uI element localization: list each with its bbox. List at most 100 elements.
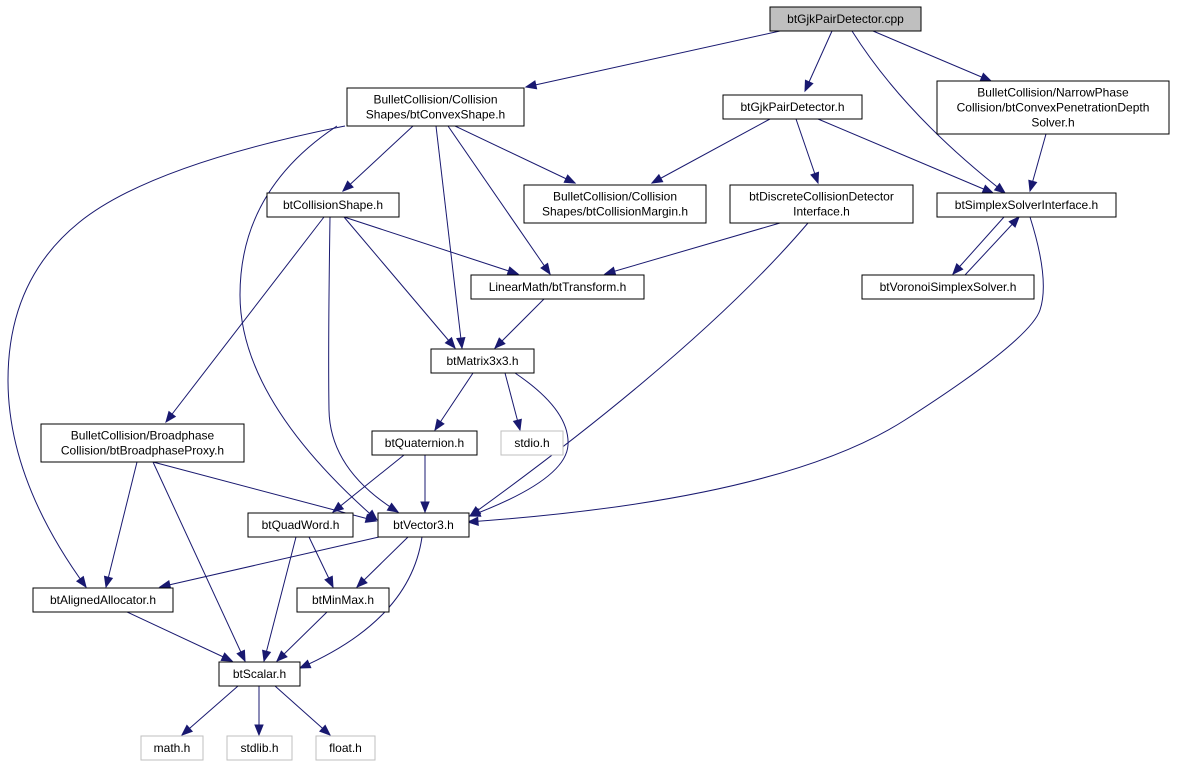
edge-transform-to-matrix [494,298,545,349]
node-box [346,87,525,127]
node-convexShape[interactable]: BulletCollision/CollisionShapes/btConvex… [346,87,525,127]
edge-vector3-to-minMax [356,536,409,588]
node-box [40,423,245,463]
node-box [371,430,478,456]
arrowhead-convexShape-to-collisionShape [342,180,354,192]
file-nodes: btGjkPairDetector.cppBulletCollision/Col… [32,6,1170,761]
node-label: btMatrix3x3.h [446,354,518,368]
node-collisionShape[interactable]: btCollisionShape.h [266,192,400,218]
arrowhead-broadphaseProxy-to-alignedAllocator [103,575,114,589]
dependency-edges [7,30,1047,737]
arrowhead-root-to-gjkPairDetector [804,79,814,93]
edge-quaternion-to-quadWord [332,454,405,513]
edge-gjkPairDetector-to-collisionMargin [651,118,771,184]
node-float[interactable]: float.h [315,735,376,761]
node-label: btScalar.h [233,667,286,681]
node-label: btVoronoiSimplexSolver.h [880,280,1017,294]
edge-convexShape-to-matrix [435,125,463,349]
edge-collisionShape-to-matrix [343,216,456,349]
edge-broadphaseProxy-to-vector3 [152,461,377,522]
edge-root-to-simplexSolver [851,30,1006,194]
node-label: btVector3.h [393,518,454,532]
arrowhead-quaternion-to-quadWord [331,501,345,513]
edge-voronoi-to-simplexSolver [964,216,1020,276]
node-collisionMargin[interactable]: BulletCollision/CollisionShapes/btCollis… [523,184,707,224]
node-label: stdlib.h [240,741,278,755]
node-quaternion[interactable]: btQuaternion.h [371,430,478,456]
edge-alignedAllocator-to-scalar [126,611,233,662]
edge-convexShape-to-collisionMargin [454,125,576,184]
node-matrix[interactable]: btMatrix3x3.h [430,348,535,374]
node-label: btGjkPairDetector.h [740,100,844,114]
node-root[interactable]: btGjkPairDetector.cpp [769,6,922,32]
arrowhead-broadphaseProxy-to-scalar [236,649,246,663]
node-broadphaseProxy[interactable]: BulletCollision/BroadphaseCollision/btBr… [40,423,245,463]
edge-scalar-to-float [274,685,331,736]
arrowhead-convexShape-to-matrix [456,337,466,350]
edge-gjkPairDetector-to-simplexSolver [817,118,994,194]
edge-convexShape-to-transform [447,125,551,275]
node-label: BulletCollision/Collision [373,93,497,107]
node-box [296,587,390,613]
node-stdio[interactable]: stdio.h [500,430,564,456]
node-scalar[interactable]: btScalar.h [218,661,301,687]
node-label: Collision/btConvexPenetrationDepth [957,101,1150,115]
node-penetrationSolver[interactable]: BulletCollision/NarrowPhaseCollision/btC… [936,80,1170,135]
edge-root-to-penetrationSolver [872,30,992,82]
edge-discreteDetector-to-vector3 [469,222,809,517]
arrowhead-discreteDetector-to-transform [603,266,617,276]
node-minMax[interactable]: btMinMax.h [296,587,390,613]
arrowhead-convexShape-to-alignedAllocator [75,575,87,589]
edge-convexShape-to-alignedAllocator [7,125,346,588]
node-box [936,192,1117,218]
arrowhead-vector3-to-scalar [298,659,312,669]
node-label: Collision/btBroadphaseProxy.h [61,444,224,458]
edge-minMax-to-scalar [276,611,328,662]
edge-simplexSolver-to-voronoi [952,216,1005,275]
edge-simplexSolver-to-vector3 [467,216,1044,523]
node-label: LinearMath/btTransform.h [489,280,627,294]
node-label: btGjkPairDetector.cpp [787,12,904,26]
node-label: btSimplexSolverInterface.h [955,198,1098,212]
node-box [861,274,1035,300]
node-label: btQuaternion.h [385,436,464,450]
arrowhead-root-to-penetrationSolver [979,72,993,82]
arrowhead-scalar-to-float [319,724,332,736]
node-label: btAlignedAllocator.h [50,593,156,607]
node-math[interactable]: math.h [140,735,204,761]
node-voronoi[interactable]: btVoronoiSimplexSolver.h [861,274,1035,300]
node-gjkPairDetector[interactable]: btGjkPairDetector.h [722,94,863,120]
node-label: stdio.h [514,436,549,450]
arrowhead-gjkPairDetector-to-simplexSolver [981,184,995,194]
arrowhead-convexShape-to-transform [540,262,551,276]
edge-quadWord-to-scalar [263,536,297,662]
node-box [470,274,645,300]
arrowhead-collisionShape-to-matrix [444,336,456,350]
node-box [936,80,1170,135]
edge-gjkPairDetector-to-discreteDetector [795,118,819,184]
node-box [315,735,376,761]
node-simplexSolver[interactable]: btSimplexSolverInterface.h [936,192,1117,218]
node-quadWord[interactable]: btQuadWord.h [247,512,354,538]
node-box [218,661,301,687]
arrowhead-matrix-to-stdio [512,418,522,432]
node-box [247,512,354,538]
node-box [769,6,922,32]
node-box [729,184,914,224]
arrowhead-quadWord-to-scalar [262,649,272,663]
node-box [377,512,470,538]
node-box [140,735,204,761]
arrowhead-matrix-to-quaternion [434,418,445,432]
node-label: Shapes/btConvexShape.h [366,108,505,122]
edge-scalar-to-math [181,685,239,736]
node-transform[interactable]: LinearMath/btTransform.h [470,274,645,300]
arrowhead-transform-to-matrix [494,337,506,349]
node-vector3[interactable]: btVector3.h [377,512,470,538]
edge-collisionShape-to-transform [343,216,519,275]
node-label: btCollisionShape.h [283,198,383,212]
node-alignedAllocator[interactable]: btAlignedAllocator.h [32,587,174,613]
node-stdlib[interactable]: stdlib.h [226,735,293,761]
node-box [500,430,564,456]
